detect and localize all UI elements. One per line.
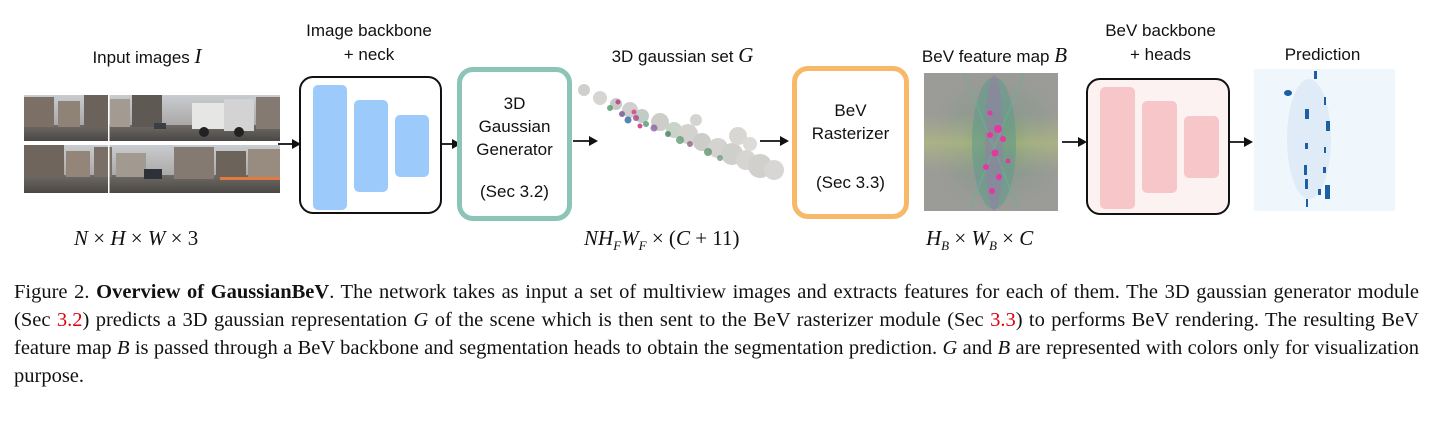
- symbol-I: I: [194, 44, 202, 68]
- backbone-block-3: [395, 115, 429, 177]
- symbol-B: B: [1054, 43, 1068, 67]
- prediction-label: Prediction: [1284, 45, 1361, 64]
- gaussian-set-label: 3D gaussian set G: [611, 43, 754, 67]
- rasterizer-section: (Sec 3.3): [816, 173, 885, 192]
- arrow-4: [760, 136, 789, 146]
- gaussian-generator-box: 3D Gaussian Generator (Sec 3.2): [457, 67, 572, 221]
- arrow-5: [1062, 137, 1087, 147]
- gaussian-dims-formula: NHFWF × (C + 11): [584, 226, 740, 254]
- bev-backbone-label: BeV backbone + heads: [1105, 21, 1216, 64]
- symbol-G: G: [738, 43, 754, 67]
- camera-view-row-2: [24, 145, 280, 193]
- image-backbone-box: [299, 76, 442, 214]
- prediction-map: [1254, 69, 1395, 211]
- bev-feature-map: [924, 73, 1058, 211]
- input-images-label: Input images I: [92, 44, 202, 68]
- gaussian-set-visualization: [578, 84, 784, 180]
- bev-feature-map-label: BeV feature map B: [921, 43, 1068, 67]
- bev-backbone-box: [1086, 78, 1230, 215]
- image-backbone-label: Image backbone + neck: [306, 21, 432, 64]
- arrow-1: [278, 139, 301, 149]
- bev-block-3: [1184, 116, 1219, 178]
- camera-view-row-1: [24, 95, 280, 141]
- ref-sec-3-3[interactable]: 3.3: [990, 309, 1016, 331]
- bev-rasterizer-box: BeV Rasterizer (Sec 3.3): [792, 66, 909, 219]
- arrow-6: [1228, 137, 1253, 147]
- arrow-2: [440, 139, 461, 149]
- input-dims-formula: N × H × W × 3: [74, 226, 199, 250]
- backbone-block-2: [354, 100, 388, 192]
- figure-caption: Figure 2. Overview of GaussianBeV. The n…: [14, 281, 1419, 387]
- generator-label: 3D Gaussian Generator: [476, 94, 553, 159]
- input-images: [24, 95, 280, 193]
- ref-sec-3-2[interactable]: 3.2: [56, 309, 83, 331]
- generator-section: (Sec 3.2): [480, 182, 549, 201]
- bev-block-2: [1142, 101, 1177, 193]
- rasterizer-label: BeV Rasterizer: [811, 101, 890, 143]
- bev-block-1: [1100, 87, 1135, 209]
- arrow-3: [573, 136, 598, 146]
- backbone-block-1: [313, 85, 347, 210]
- bev-dims-formula: HB × WB × C: [926, 226, 1034, 254]
- overview-figure: Input images I Image backbone + neck 3D …: [24, 21, 1395, 254]
